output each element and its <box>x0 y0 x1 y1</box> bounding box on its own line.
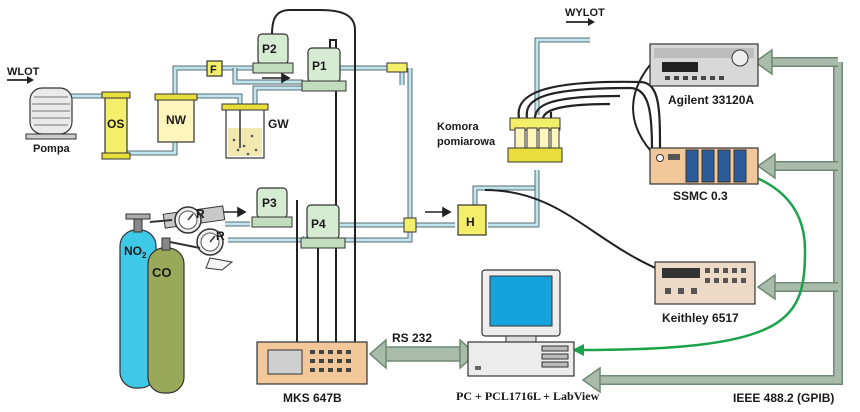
gw-label: GW <box>268 117 289 131</box>
f-filter <box>206 60 223 77</box>
regulator2-label: R <box>216 229 225 243</box>
pump <box>25 87 77 140</box>
ssmc-pc-cable <box>579 168 807 352</box>
ssmc-instrument <box>649 147 759 185</box>
p3-label: P3 <box>262 196 277 210</box>
gpib-bus <box>581 48 843 394</box>
nw-label: NW <box>166 113 187 127</box>
mks-label: MKS 647B <box>283 391 342 405</box>
piping <box>70 37 590 243</box>
nw-vessel <box>154 93 198 143</box>
chamber-label-line1: Komora <box>437 121 479 133</box>
chamber-cables <box>517 80 662 151</box>
gw-vessel <box>221 103 269 159</box>
p3-flow-controller <box>251 187 293 228</box>
pc-workstation <box>467 269 575 377</box>
regulator1-label: R <box>196 207 205 221</box>
mks-controller <box>256 341 368 385</box>
no2-cylinder <box>119 213 173 389</box>
agilent-instrument <box>649 43 759 87</box>
agilent-ssmc-cable <box>632 64 651 151</box>
keithley-label: Keithley 6517 <box>662 311 739 325</box>
wylot-label: WYLOT <box>565 7 605 19</box>
os-label: OS <box>107 117 124 131</box>
co-cylinder <box>147 237 201 394</box>
ssmc-label: SSMC 0.3 <box>673 189 728 203</box>
chamber-label-line2: pomiarowa <box>437 136 496 148</box>
pc-label: PC + PCL1716L + LabView <box>456 389 600 403</box>
p4-flow-controller <box>300 204 346 249</box>
p2-label: P2 <box>262 42 277 56</box>
p2-flow-controller <box>252 33 294 74</box>
h-humidifier <box>457 204 487 236</box>
co-label: CO <box>152 265 172 280</box>
outlet-arrow <box>566 18 595 26</box>
ieee-label: IEEE 488.2 (GPIB) <box>733 391 834 405</box>
wlot-inlet-label: WLOT <box>7 66 40 78</box>
pressure-regulators <box>162 205 234 271</box>
p1-label: P1 <box>312 59 327 73</box>
keithley-instrument <box>654 261 756 305</box>
keithley-cable <box>484 189 661 271</box>
inlet-arrow <box>7 76 34 84</box>
os-filter <box>101 91 131 160</box>
agilent-label: Agilent 33120A <box>668 93 754 107</box>
measurement-chamber <box>507 117 563 163</box>
pump-label: Pompa <box>33 143 71 155</box>
ssmc-pc-cable-arrow <box>572 344 584 356</box>
no2-label: NO2 <box>124 244 147 260</box>
p1-flow-controller <box>301 47 347 92</box>
rs232-label: RS 232 <box>392 331 432 345</box>
h-label: H <box>466 215 475 229</box>
pipe-fittings <box>386 62 417 233</box>
f-label: F <box>210 64 217 76</box>
p4-label: P4 <box>311 217 326 231</box>
